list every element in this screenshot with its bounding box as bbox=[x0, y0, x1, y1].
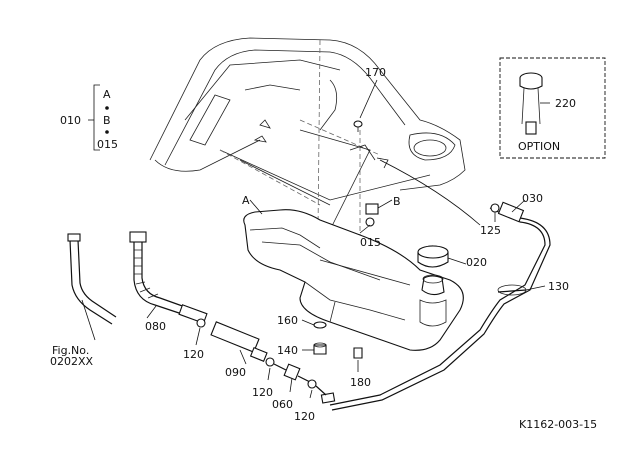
label-point-b: B bbox=[393, 195, 401, 208]
return-hose bbox=[320, 201, 551, 411]
label-group-a: A bbox=[103, 88, 111, 101]
label-180: 180 bbox=[350, 376, 371, 389]
fig-ref-line2: 0202XX bbox=[50, 355, 94, 368]
label-160: 160 bbox=[277, 314, 298, 327]
label-220: 220 bbox=[555, 97, 576, 110]
label-group-b: B bbox=[103, 114, 111, 127]
fuel-cap bbox=[417, 245, 449, 268]
machine-body-outline bbox=[149, 37, 466, 250]
label-120-b: 120 bbox=[252, 386, 273, 399]
label-090: 090 bbox=[225, 366, 246, 379]
label-point-a: A bbox=[242, 194, 250, 207]
bracket-group bbox=[88, 84, 109, 151]
label-015-group: 015 bbox=[97, 138, 118, 151]
label-120-c: 120 bbox=[294, 410, 315, 423]
strainer-parts bbox=[353, 120, 379, 227]
label-120-a: 120 bbox=[183, 348, 204, 361]
label-140: 140 bbox=[277, 344, 298, 357]
label-020: 020 bbox=[466, 256, 487, 269]
label-010: 010 bbox=[60, 114, 81, 127]
fuel-feed-line bbox=[67, 231, 327, 396]
label-130: 130 bbox=[548, 280, 569, 293]
part-labels: 010 A B 015 170 A B 015 030 125 020 130 … bbox=[50, 66, 597, 431]
label-015: 015 bbox=[360, 236, 381, 249]
label-125: 125 bbox=[480, 224, 501, 237]
label-060: 060 bbox=[272, 398, 293, 411]
label-080: 080 bbox=[145, 320, 166, 333]
fuel-tank bbox=[243, 209, 464, 351]
leader-lines bbox=[81, 79, 546, 399]
option-title: OPTION bbox=[518, 140, 560, 153]
fig-ref-line1: Fig.No. bbox=[52, 344, 89, 357]
label-030: 030 bbox=[522, 192, 543, 205]
figure-code: K1162-003-15 bbox=[519, 418, 597, 431]
option-box bbox=[499, 57, 606, 159]
label-170: 170 bbox=[365, 66, 386, 79]
small-hardware bbox=[313, 321, 363, 359]
